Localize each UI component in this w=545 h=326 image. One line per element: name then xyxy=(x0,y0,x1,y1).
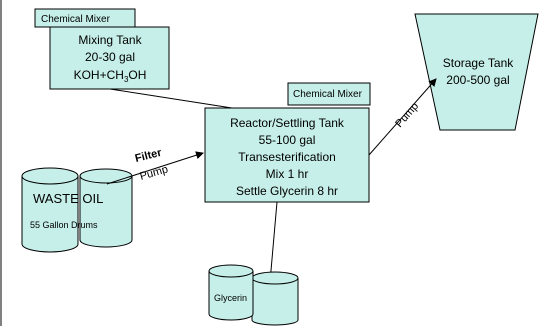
waste-oil-drums: WASTE OIL 55 Gallon Drums xyxy=(21,167,133,253)
glycerin-drum-1-top xyxy=(208,264,254,278)
glycerin-drum-1-body xyxy=(208,271,254,321)
reactor-mix-time: Mix 1 hr xyxy=(266,167,309,181)
pump-out-label: Pump xyxy=(393,100,421,130)
reactor-tank: Chemical Mixer Reactor/Settling Tank 55-… xyxy=(204,82,371,203)
reactor-to-storage-arrow xyxy=(368,78,437,156)
mixing-tank-chemicals: KOH+CH3OH xyxy=(74,68,147,84)
mixing-tank-box xyxy=(49,26,170,90)
reactor-title: Reactor/Settling Tank xyxy=(230,116,345,130)
mixing-tank-tag: Chemical Mixer xyxy=(41,14,111,25)
storage-tank-title: Storage Tank xyxy=(443,56,514,70)
reactor-tag-box xyxy=(287,82,371,106)
drums-to-reactor-arrow xyxy=(106,151,204,185)
mixing-tank: Chemical Mixer Mixing Tank 20-30 gal KOH… xyxy=(34,8,170,90)
reactor-box xyxy=(204,107,370,203)
storage-tank-capacity: 200-500 gal xyxy=(446,73,509,87)
glycerin-drum-2-body xyxy=(251,278,299,326)
mixer-to-reactor-line xyxy=(109,88,233,109)
reactor-to-glycerin-arrow xyxy=(266,201,278,283)
waste-oil-title: WASTE OIL xyxy=(33,191,103,206)
reactor-tag: Chemical Mixer xyxy=(293,89,363,100)
storage-tank-shape xyxy=(414,13,539,131)
mixing-tank-title: Mixing Tank xyxy=(78,33,142,47)
glycerin-drum-2-top xyxy=(251,271,299,285)
drum-1-body xyxy=(21,176,79,253)
filter-label: Filter xyxy=(134,147,164,165)
reactor-settle-time: Settle Glycerin 8 hr xyxy=(236,184,338,198)
storage-tank: Storage Tank 200-500 gal xyxy=(414,13,539,131)
reactor-capacity: 55-100 gal xyxy=(259,133,316,147)
drum-2-top xyxy=(79,168,133,184)
glycerin-drums: Glycerin xyxy=(208,264,299,326)
waste-oil-subtitle: 55 Gallon Drums xyxy=(30,220,98,230)
reactor-process: Transesterification xyxy=(238,150,336,164)
glycerin-label: Glycerin xyxy=(214,293,247,303)
drum-1-top xyxy=(21,167,79,185)
mixing-tank-capacity: 20-30 gal xyxy=(85,50,135,64)
drum-2-body xyxy=(79,176,133,248)
pump-in-label: Pump xyxy=(139,163,170,182)
